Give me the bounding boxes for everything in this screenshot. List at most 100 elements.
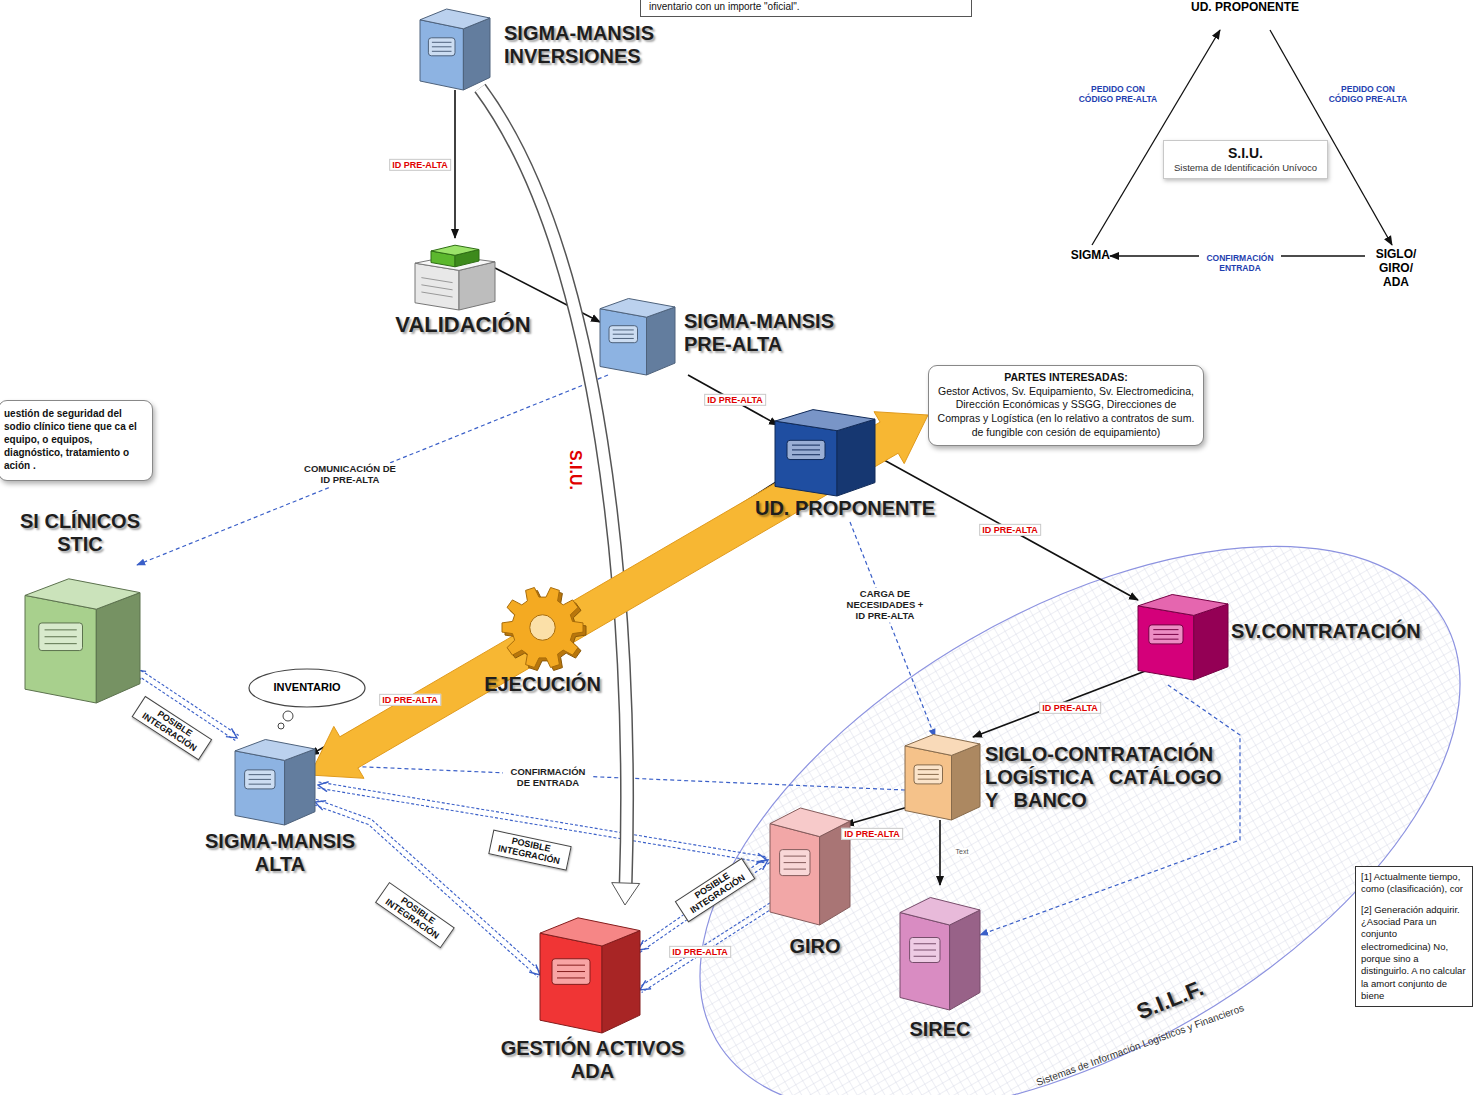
server-front — [235, 751, 285, 825]
server-front — [905, 746, 952, 820]
server-side — [952, 744, 981, 820]
server-stripe — [249, 774, 271, 775]
edge-label: PEDIDO CON CÓDIGO PRE-ALTA — [1073, 85, 1163, 105]
edge-label: CONFIRMACIÓN DE ENTRADA — [503, 766, 593, 790]
server-emblem — [914, 765, 943, 784]
server-stripe — [1153, 634, 1178, 635]
arrow-line — [1092, 30, 1220, 245]
double-dashed-line — [636, 858, 766, 948]
double-dashed-line — [638, 898, 778, 988]
node-text: SIGLO/ GIRO/ ADA — [1365, 248, 1427, 289]
hollow-arrow-outline — [480, 88, 627, 887]
process-band — [310, 412, 928, 779]
server-top — [540, 918, 640, 946]
edge-label: Text — [955, 848, 970, 856]
system-name: GIRO — [765, 935, 865, 958]
server-front — [775, 421, 837, 496]
text-box: inventario con un importe "oficial". — [640, 0, 972, 17]
system-node: SIGMA-MANSIS ALTA — [195, 730, 365, 885]
gear-hole — [530, 615, 556, 641]
edge-label: ID PRE-ALTA — [669, 946, 731, 958]
server-side — [602, 931, 640, 1033]
server-emblem — [1149, 625, 1183, 644]
system-node: SI CLÍNICOS STIC — [5, 510, 155, 705]
node-text: INVENTARIO — [248, 681, 366, 693]
text-box: S.I.U.Sistema de Identificación Unívoco — [1163, 140, 1328, 179]
system-node: GIRO — [765, 795, 865, 960]
edge-label: ID PRE-ALTA — [1039, 702, 1101, 714]
region-ellipse — [606, 429, 1473, 1095]
system-node: SIGLO-CONTRATACIÓN LOGÍSTICA CATÁLOGO Y … — [905, 725, 1225, 830]
server-emblem — [910, 938, 940, 963]
system-node: EJECUCIÓN — [475, 585, 610, 705]
box-front — [415, 263, 459, 310]
arrow-line — [939, 820, 941, 885]
icon — [235, 730, 315, 825]
connector — [310, 412, 928, 779]
edge-label: COMUNICACIÓN DE ID PRE-ALTA — [302, 463, 398, 487]
server-stripe — [45, 643, 77, 644]
connector — [320, 765, 905, 790]
icon — [905, 725, 980, 820]
system-node: SIGMA-MANSIS PRE-ALTA — [600, 290, 850, 375]
text-box: uestión de seguridad del sodio clínico t… — [0, 400, 153, 481]
server-front — [900, 913, 950, 1011]
server-top — [775, 410, 875, 431]
connector — [638, 898, 781, 993]
server-stripe — [792, 449, 820, 450]
server-emblem — [780, 850, 810, 876]
node-text: UD. PROPONENTE — [1190, 1, 1300, 15]
node-text: uestión de seguridad del sodio clínico t… — [4, 407, 147, 472]
cloud-bubble — [278, 723, 284, 729]
connector — [137, 375, 608, 565]
connector — [636, 858, 769, 953]
icon — [1138, 585, 1228, 680]
system-node: SIREC — [890, 885, 990, 1045]
system-name: SIREC — [890, 1018, 990, 1041]
arrow-line — [1270, 30, 1392, 245]
icon — [415, 238, 495, 310]
node-text: PARTES INTERESADAS: — [937, 371, 1195, 385]
dashed-arrow — [850, 522, 935, 737]
connector — [940, 820, 941, 885]
node-text: [2] Generación adquirir. ¿Asociad Para u… — [1361, 904, 1468, 1003]
server-top — [1138, 595, 1228, 616]
dashed-arrow — [980, 685, 1240, 935]
server-stripe — [557, 977, 585, 978]
box-slot — [421, 285, 452, 290]
server-stripe — [914, 943, 936, 944]
server-stripe — [557, 965, 585, 966]
icon — [420, 0, 490, 90]
server-side — [950, 910, 980, 1010]
server-stripe — [432, 51, 452, 52]
server-side — [1194, 604, 1228, 680]
server-stripe — [1153, 639, 1178, 640]
node-text: Gestor Activos, Sv. Equipamiento, Sv. El… — [937, 385, 1195, 440]
server-front — [600, 309, 647, 375]
node-text: inventario con un importe "oficial". — [649, 0, 963, 13]
server-front — [1138, 606, 1194, 680]
system-node: GESTIÓN ACTIVOS ADA — [490, 905, 695, 1093]
icon — [600, 290, 675, 375]
double-line-heads — [640, 900, 780, 990]
server-stripe — [784, 869, 806, 870]
system-name: SIGMA-MANSIS ALTA — [195, 830, 365, 876]
server-stripe — [249, 779, 271, 780]
server-side — [837, 419, 875, 496]
connector — [480, 88, 640, 905]
system-node: VALIDACIÓN — [383, 238, 543, 338]
edge-label: POSIBLE INTEGRACIÓN — [132, 696, 213, 760]
server-top — [770, 808, 850, 837]
server-top — [25, 579, 140, 609]
server-emblem — [787, 440, 825, 459]
server-stripe — [249, 784, 271, 785]
icon — [500, 585, 585, 670]
arrow-line — [973, 670, 1148, 737]
connector — [688, 375, 778, 425]
server-emblem — [245, 770, 275, 789]
hollow-arrow-body — [480, 88, 627, 887]
connector — [314, 799, 542, 977]
edge-label: POSIBLE INTEGRACIÓN — [488, 830, 571, 871]
hollow-arrow-head — [612, 883, 640, 905]
double-dashed-line — [316, 799, 542, 973]
